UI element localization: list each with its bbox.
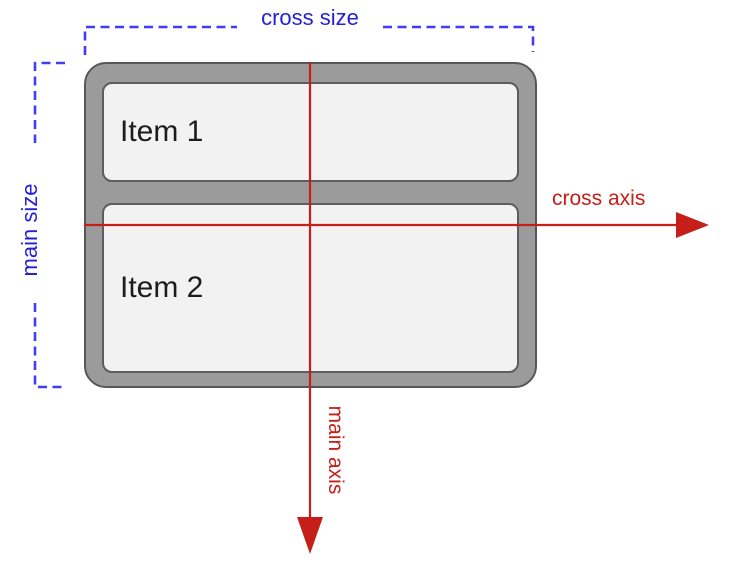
main-axis-arrowhead-icon [297, 517, 323, 554]
cross-size-label: cross size [261, 5, 359, 30]
flex-container: Item 1 Item 2 [84, 62, 537, 388]
flex-item-1-label: Item 1 [120, 115, 204, 148]
cross-axis-arrowhead-icon [676, 212, 709, 238]
main-axis-label: main axis [324, 405, 347, 495]
main-size-bracket-top [33, 61, 65, 143]
main-size-label: main size [17, 183, 42, 277]
main-size-bracket-bottom [33, 303, 65, 389]
cross-size-bracket-right [383, 25, 535, 52]
cross-size-bracket-left [83, 25, 237, 55]
cross-axis-label: cross axis [552, 187, 646, 210]
flex-item-2: Item 2 [102, 203, 519, 373]
flex-item-1: Item 1 [102, 82, 519, 182]
flex-item-2-label: Item 2 [120, 271, 204, 304]
